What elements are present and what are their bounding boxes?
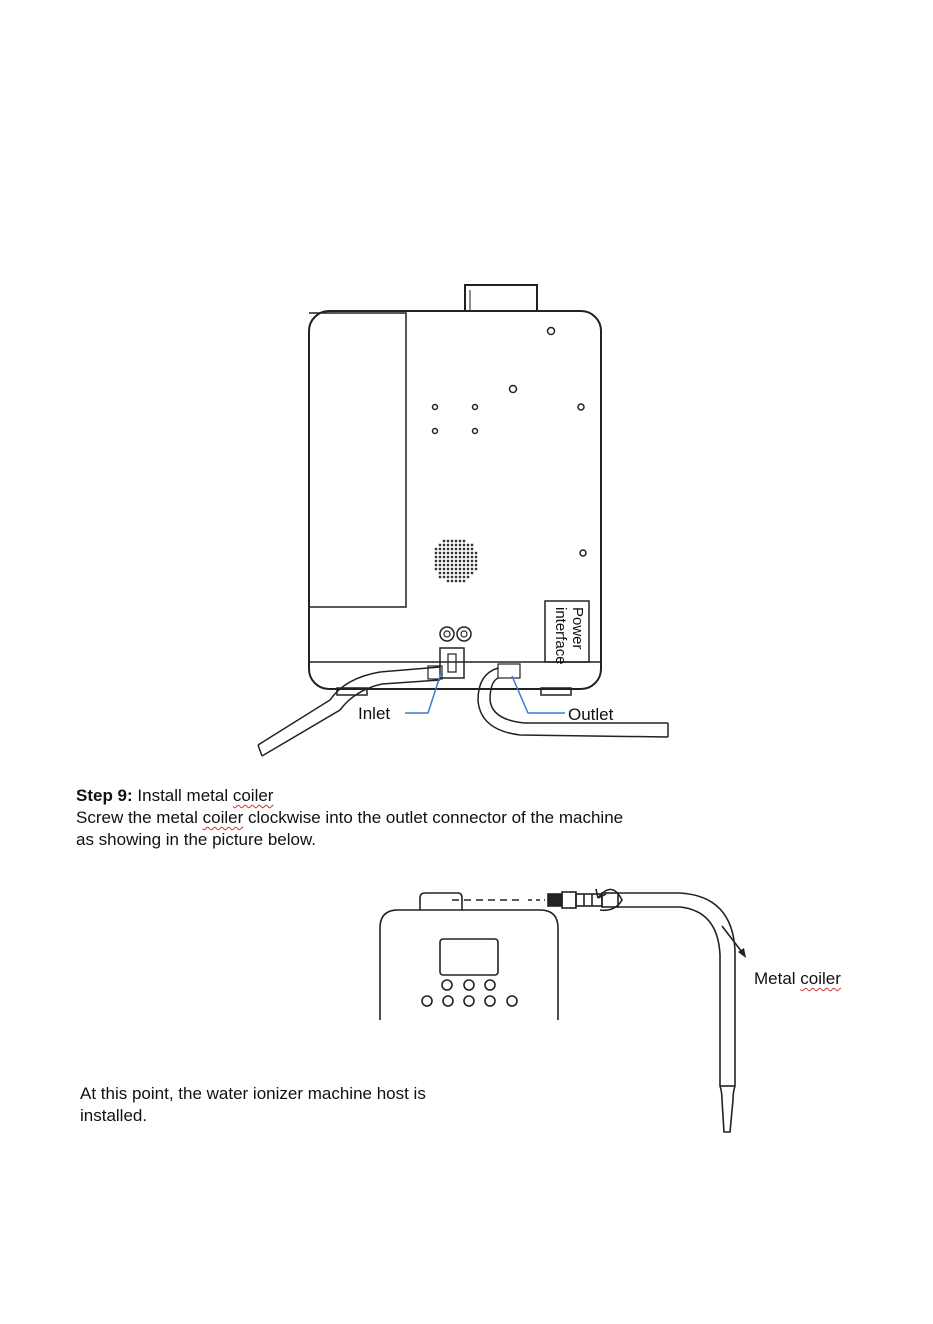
machine-front <box>380 910 558 1020</box>
display-screen <box>440 939 498 975</box>
completion-text-line2: installed. <box>80 1105 147 1127</box>
completion-text-line1: At this point, the water ionizer machine… <box>80 1083 426 1105</box>
metal-coiler-pipe <box>618 893 735 1070</box>
coiler-connector <box>548 894 562 906</box>
metal-coiler-label: Metal coiler <box>754 969 841 989</box>
outlet-nub <box>420 893 462 910</box>
